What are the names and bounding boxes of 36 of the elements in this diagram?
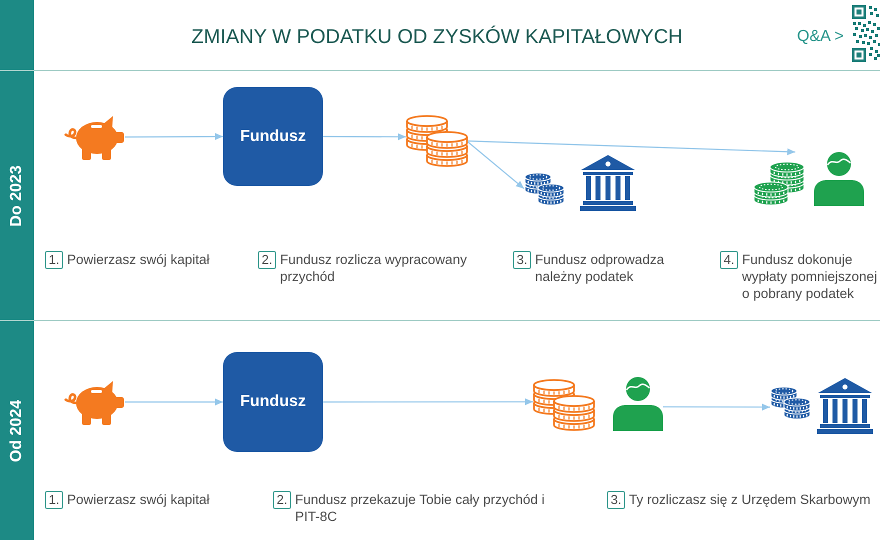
arrow	[468, 142, 524, 190]
step-caption: Fundusz rozlicza wypracowany przychód	[280, 251, 468, 285]
coins-and-person-drawing	[753, 152, 864, 206]
arrow	[323, 133, 406, 140]
lane-title: Od 2024	[8, 399, 26, 462]
step-number: 1.	[45, 491, 63, 509]
step-number: 3.	[513, 251, 531, 269]
coins-and-bank-drawing	[770, 378, 873, 434]
step-number: 2.	[258, 251, 276, 269]
swimlane	[0, 320, 880, 540]
step-caption: Fundusz przekazuje Tobie cały przychód i PIT-8C	[295, 491, 546, 525]
step-caption: Powierzasz swój kapitał	[67, 491, 210, 508]
lane-title: Do 2023	[8, 164, 26, 226]
piggy-bank-icon	[63, 113, 125, 161]
title: ZMIANY W PODATKU OD ZYSKÓW KAPITAŁOWYCH	[191, 25, 683, 49]
coins-and-person-drawing	[533, 376, 663, 432]
arrow	[468, 140, 796, 156]
piggy-bank-icon	[63, 378, 125, 426]
coins-and-bank-drawing	[524, 155, 636, 211]
swimlane	[0, 70, 880, 320]
process-box: Fundusz	[223, 352, 323, 452]
step-caption: Fundusz dokonuje wypłaty pomniejszonej o pobrany podatek	[742, 251, 878, 302]
qa-link: Q&A >	[797, 27, 844, 47]
step-caption: Fundusz odprowadza należny podatek	[535, 251, 666, 285]
arrow	[323, 398, 533, 406]
step-number: 2.	[273, 491, 291, 509]
coins-icon	[406, 115, 468, 167]
process-box: Fundusz	[223, 87, 323, 186]
arrow	[125, 133, 223, 140]
arrow	[663, 404, 770, 411]
step-number: 3.	[607, 491, 625, 509]
arrow	[125, 398, 223, 406]
step-caption: Ty rozliczasz się z Urzędem Skarbowym	[629, 491, 871, 508]
step-caption: Powierzasz swój kapitał	[67, 251, 210, 268]
step-number: 1.	[45, 251, 63, 269]
step-number: 4.	[720, 251, 738, 269]
